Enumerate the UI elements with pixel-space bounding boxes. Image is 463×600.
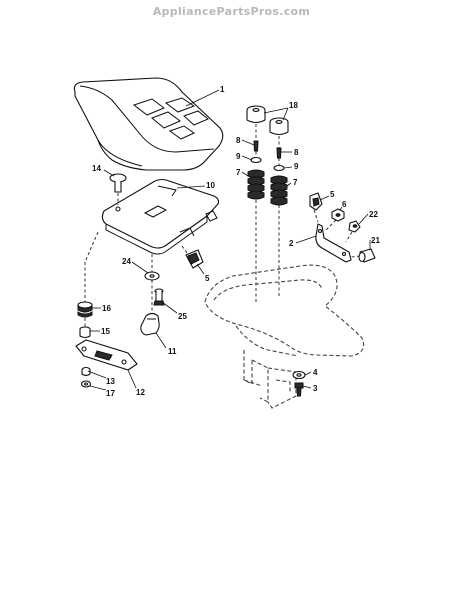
locknut xyxy=(348,220,361,233)
seat-bracket xyxy=(75,339,138,371)
callout-9-left: 9 xyxy=(236,152,241,161)
callout-16: 16 xyxy=(102,304,111,313)
spring xyxy=(77,301,93,318)
callout-leaders xyxy=(87,89,371,391)
knob-bolt xyxy=(358,248,376,263)
pin-right xyxy=(276,147,282,159)
pin-left xyxy=(253,140,259,152)
washer-right xyxy=(273,164,285,172)
callout-6: 6 xyxy=(342,200,347,209)
callout-8-left: 8 xyxy=(236,136,241,145)
callout-9-right: 9 xyxy=(294,162,299,171)
callout-15: 15 xyxy=(101,327,110,336)
callout-21: 21 xyxy=(371,236,380,245)
callout-18: 18 xyxy=(289,101,298,110)
callout-12: 12 xyxy=(136,388,145,397)
washer xyxy=(80,380,92,388)
shoulder-bolt xyxy=(153,288,165,306)
seat-switch xyxy=(181,245,204,269)
clip xyxy=(309,192,323,211)
callout-7-left: 7 xyxy=(236,168,241,177)
callout-5-switch: 5 xyxy=(205,274,210,283)
callout-14: 14 xyxy=(92,164,101,173)
callout-22: 22 xyxy=(369,210,378,219)
spring-left xyxy=(247,169,265,200)
callout-13: 13 xyxy=(106,377,115,386)
callout-17: 17 xyxy=(106,389,115,398)
spacer-left xyxy=(246,105,266,124)
seat-pan xyxy=(101,178,220,255)
hex-nut xyxy=(331,208,345,222)
washer-left xyxy=(250,156,262,164)
spacer-right xyxy=(269,117,289,136)
seat-adjust-knob xyxy=(140,312,160,336)
callout-3: 3 xyxy=(313,384,318,393)
flat-washer xyxy=(144,271,160,281)
watermark-text: AppliancePartsPros.com xyxy=(152,5,311,18)
seat-bracket-right xyxy=(315,223,352,263)
lower-bolt xyxy=(294,382,304,397)
callout-11: 11 xyxy=(168,347,177,356)
callout-labels: 1 2 3 4 5 5 6 7 7 8 8 9 9 10 11 12 13 14… xyxy=(92,85,380,398)
callout-24: 24 xyxy=(122,257,131,266)
bushing xyxy=(79,326,91,339)
seat xyxy=(73,77,224,171)
callout-5-clip: 5 xyxy=(330,190,335,199)
callout-8-right: 8 xyxy=(294,148,299,157)
callout-1: 1 xyxy=(220,85,225,94)
callout-2: 2 xyxy=(289,239,294,248)
callout-10: 10 xyxy=(206,181,215,190)
callout-25: 25 xyxy=(178,312,187,321)
callout-7-right: 7 xyxy=(293,178,298,187)
spring-right xyxy=(270,175,288,206)
lower-washer xyxy=(292,370,306,380)
tractor-frame xyxy=(204,264,365,409)
callout-4: 4 xyxy=(313,368,318,377)
